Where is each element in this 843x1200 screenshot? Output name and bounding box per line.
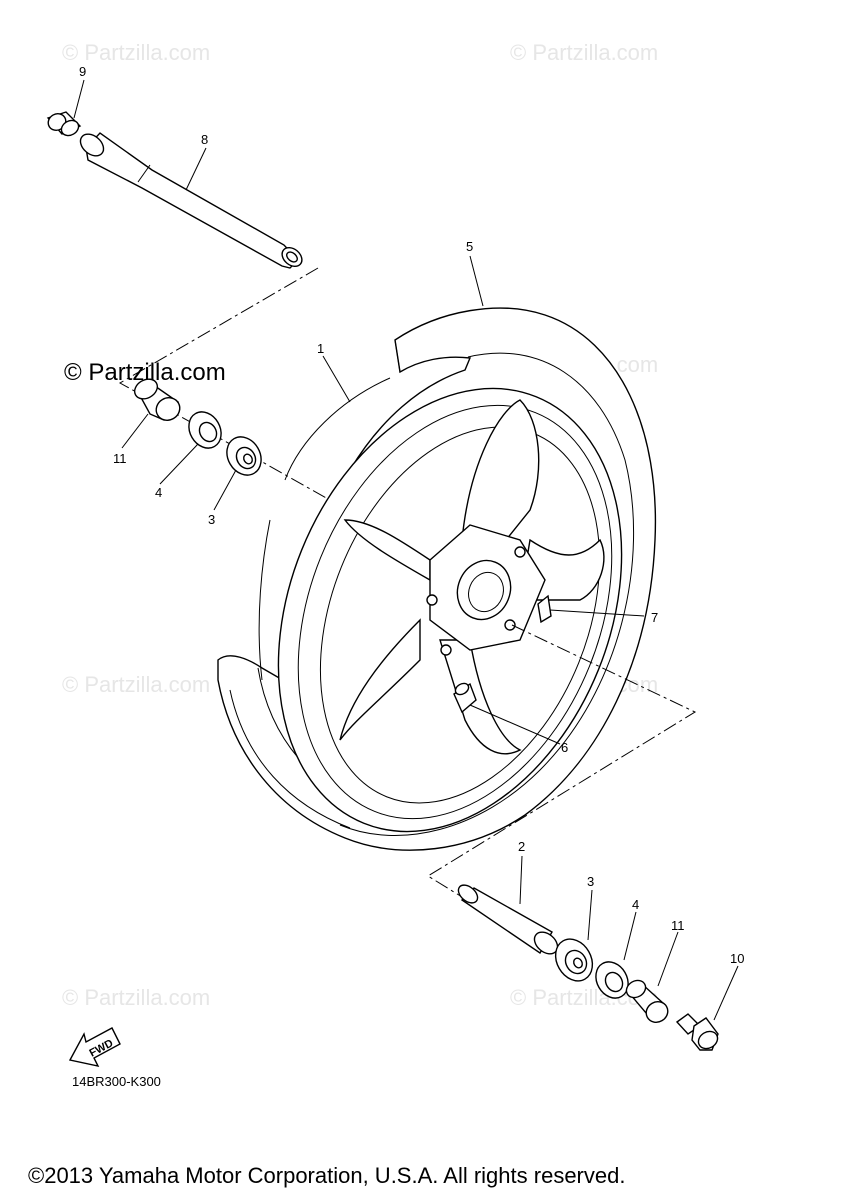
callout-4-left: 4 <box>155 485 162 500</box>
part-3-bearing-left <box>226 436 262 476</box>
part-6-valve <box>453 682 477 714</box>
wheel-hub <box>426 524 546 656</box>
callout-5: 5 <box>466 239 473 254</box>
callout-11-right: 11 <box>671 918 685 933</box>
callout-8: 8 <box>201 132 208 147</box>
watermark: © Partzilla.com <box>510 40 658 65</box>
axle-centerline-upper <box>118 267 446 566</box>
callout-2: 2 <box>518 839 525 854</box>
callout-4-right: 4 <box>632 897 639 912</box>
callout-7: 7 <box>651 610 658 625</box>
part-4-seal-left <box>188 411 222 449</box>
callout-9: 9 <box>79 64 86 79</box>
part-7-balance-weight <box>537 594 552 624</box>
part-4-seal-right <box>595 961 629 999</box>
callouts: 9 8 5 1 11 4 3 7 6 2 3 4 11 10 <box>79 64 744 966</box>
callout-11-left: 11 <box>113 451 127 466</box>
watermark: © Partzilla.com <box>62 672 210 697</box>
part-11-collar-right <box>625 979 669 1023</box>
wheel-spokes <box>339 399 605 755</box>
callout-6: 6 <box>561 740 568 755</box>
part-10-bolt <box>675 1013 719 1051</box>
callout-1: 1 <box>317 341 324 356</box>
part-2-spacer <box>457 884 559 955</box>
part-3-bearing-right <box>554 938 594 982</box>
leader-lines <box>73 79 739 1021</box>
diagram-code: 14BR300-K300 <box>72 1074 161 1089</box>
fwd-arrow: FWD <box>68 1027 121 1067</box>
callout-10: 10 <box>730 951 744 966</box>
axle-centerline-lower <box>427 624 697 906</box>
callout-3-right: 3 <box>587 874 594 889</box>
part-8-axle <box>79 132 303 269</box>
watermark: © Partzilla.com <box>62 985 210 1010</box>
copyright-notice: ©2013 Yamaha Motor Corporation, U.S.A. A… <box>28 1163 625 1188</box>
watermark: © Partzilla.com <box>62 40 210 65</box>
callout-3-left: 3 <box>208 512 215 527</box>
part-11-collar-left <box>133 378 181 421</box>
part-9-cap <box>46 111 82 137</box>
